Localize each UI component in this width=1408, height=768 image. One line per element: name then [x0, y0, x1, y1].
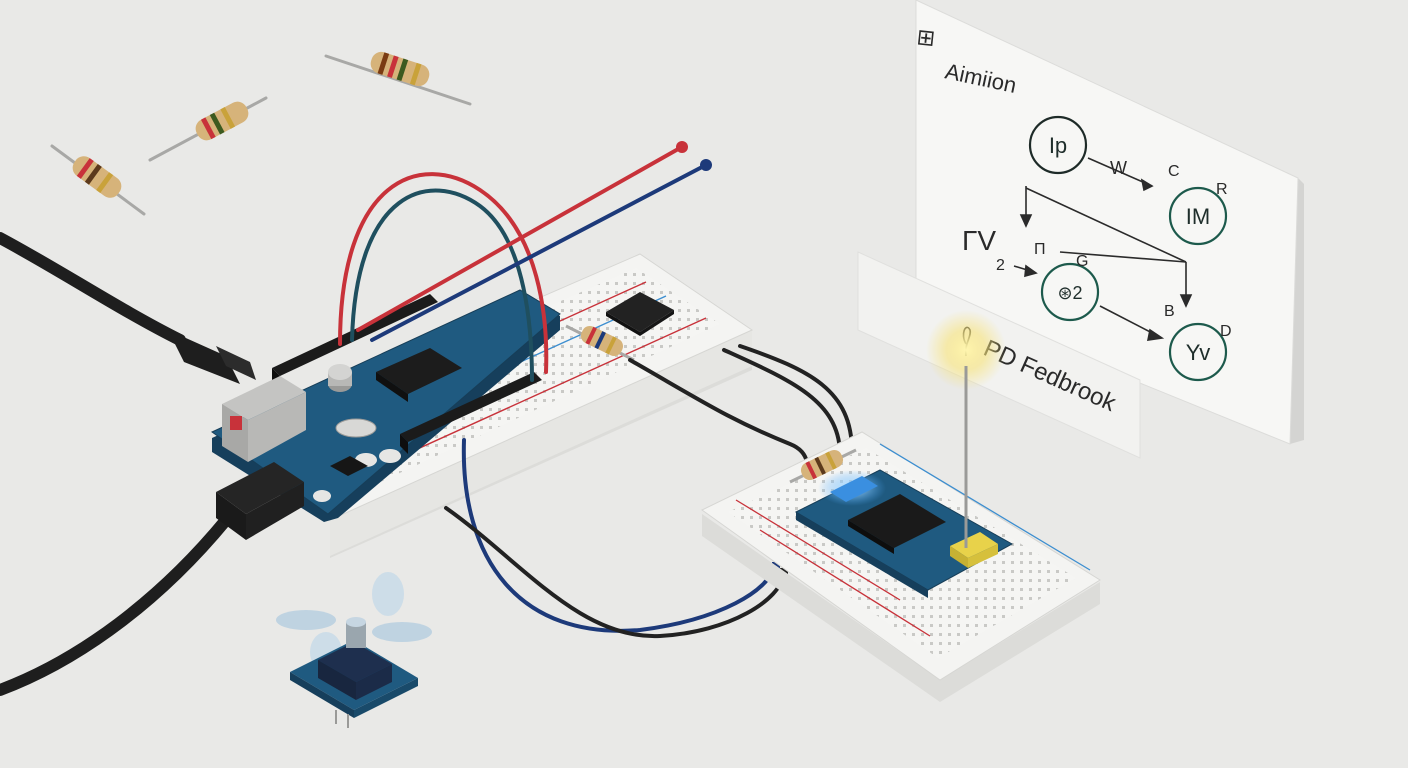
diagram-node-mid: ⊛2 [1040, 262, 1100, 322]
resistor-board-2 [789, 448, 857, 484]
diagram-letter-b: B [1164, 303, 1175, 320]
diagram-side-sub: 2 [996, 257, 1005, 274]
resistor-loose-3 [50, 144, 146, 216]
led-probe [926, 310, 1006, 548]
diagram-side-label: ΓV [962, 225, 996, 256]
diagram-node-ip: Ip [1028, 115, 1088, 175]
diagram-node-im-label: IM [1186, 204, 1210, 229]
diagram-node-im: IM [1168, 186, 1228, 246]
driver-module [794, 469, 1014, 598]
jumper-wires [338, 141, 854, 639]
resistor-loose-1 [324, 51, 472, 106]
diagram-node-yv: Yv [1168, 322, 1228, 382]
resistor-loose-2 [148, 96, 268, 162]
diagram-node-ip-label: Ip [1049, 133, 1067, 158]
ic-chip-main [606, 292, 674, 336]
diagram-letter-n: Π [1034, 241, 1046, 258]
arduino-board [211, 289, 561, 522]
fan-icon [276, 572, 432, 672]
diagram-letter-g: G [1076, 253, 1088, 270]
diagram-panel: ⊞ Aimiion Ip IM ⊛2 [915, 0, 1304, 445]
diagram-node-yv-label: Yv [1186, 340, 1210, 365]
usb-cable-top [0, 232, 256, 384]
usb-cable-bottom [0, 462, 304, 696]
diagram-node-mid-label: ⊛2 [1057, 283, 1082, 303]
diagram-letter-w: W [1110, 158, 1127, 178]
diagram-connections [1013, 157, 1193, 341]
diagram-title-glyph: ⊞ [915, 24, 936, 51]
resistor-board-1 [565, 324, 635, 362]
diagram-letter-c: C [1168, 163, 1180, 180]
fan-module [276, 572, 432, 728]
diagram-letter-r: R [1216, 181, 1228, 198]
diagram-letter-d: D [1220, 323, 1232, 340]
